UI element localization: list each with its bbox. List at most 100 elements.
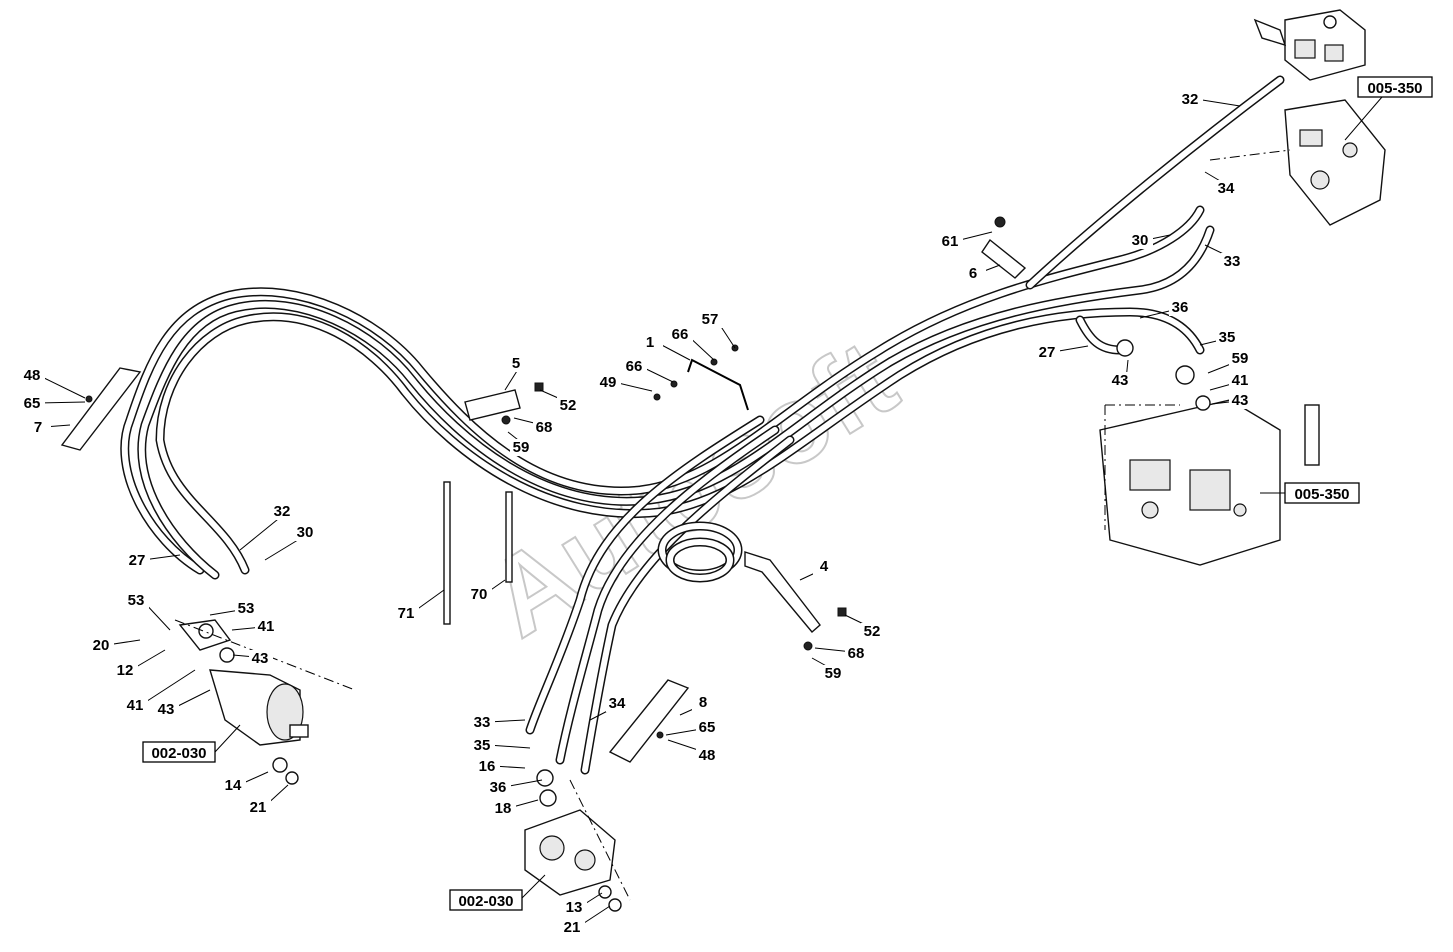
valve-block-mid	[1284, 99, 1386, 226]
callout-1: 1	[646, 334, 654, 351]
callout-bg	[563, 899, 587, 916]
callout-bg	[1229, 392, 1253, 409]
callout-68: 68	[536, 419, 553, 436]
callout-52: 52	[864, 623, 881, 640]
callout-bg	[962, 265, 986, 282]
hose-bundle	[120, 75, 1285, 775]
callout-bg	[1129, 232, 1153, 249]
ref-box-002-030-left[interactable]: 002-030	[142, 724, 241, 763]
callout-bg	[155, 701, 179, 718]
callout-71: 71	[398, 605, 415, 622]
callout-bg	[27, 419, 51, 436]
callout-bg	[1221, 253, 1245, 270]
callout-bg	[822, 665, 846, 682]
cable-tie-71	[443, 481, 451, 625]
callout-43: 43	[252, 650, 269, 667]
ref-box-005-350-top[interactable]: 005-350	[1344, 76, 1433, 141]
callout-43: 43	[158, 701, 175, 718]
callout-bg	[861, 623, 885, 640]
callout-bg	[126, 552, 150, 569]
callout-61: 61	[942, 233, 959, 250]
callout-bg	[294, 524, 318, 541]
callout-bg	[1216, 329, 1240, 346]
callout-bg	[505, 355, 529, 372]
callout-66: 66	[672, 326, 689, 343]
callout-27: 27	[129, 552, 146, 569]
callout-30: 30	[297, 524, 314, 541]
callout-bg	[124, 697, 148, 714]
callout-bg	[90, 637, 114, 654]
callout-bg	[235, 600, 259, 617]
callout-bg	[114, 662, 138, 679]
hydraulic-motor-left	[178, 619, 309, 785]
bracket-5	[464, 389, 521, 421]
callout-bg	[623, 358, 647, 375]
callout-bg	[21, 395, 45, 412]
callout-bg	[222, 777, 246, 794]
callout-bg	[1169, 299, 1193, 316]
ref-box-005-350-mid[interactable]: 005-350	[1260, 482, 1360, 504]
callout-bg	[468, 586, 492, 603]
callout-36: 36	[1172, 299, 1189, 316]
callout-12: 12	[117, 662, 134, 679]
callout-bg	[21, 367, 45, 384]
svg-text:002-030: 002-030	[151, 745, 206, 762]
callout-14: 14	[225, 777, 242, 794]
callout-bg	[249, 650, 273, 667]
callout-bg	[471, 737, 495, 754]
callout-41: 41	[258, 618, 275, 635]
callout-bg	[669, 326, 693, 343]
callout-bg	[492, 800, 516, 817]
callout-bg	[247, 799, 271, 816]
callout-bg	[510, 439, 534, 456]
callout-33: 33	[474, 714, 491, 731]
callout-leader	[140, 669, 196, 706]
callout-30: 30	[1132, 232, 1149, 249]
connection-lines	[174, 149, 1291, 901]
callout-48: 48	[699, 747, 716, 764]
callout-49: 49	[600, 374, 617, 391]
hydraulic-motor-bottom	[524, 769, 622, 912]
callout-43: 43	[1112, 372, 1129, 389]
callout-52: 52	[560, 397, 577, 414]
callout-34: 34	[609, 695, 626, 712]
callout-32: 32	[1182, 91, 1199, 108]
callout-bg	[696, 719, 720, 736]
cable-tie-70	[505, 491, 513, 583]
callout-bg	[699, 311, 723, 328]
callout-18: 18	[495, 800, 512, 817]
callout-bg	[271, 503, 295, 520]
callout-bg	[696, 747, 720, 764]
callout-57: 57	[702, 311, 719, 328]
callout-leader	[37, 374, 86, 399]
callout-bg	[939, 233, 963, 250]
svg-text:002-030: 002-030	[458, 893, 513, 910]
tube-1	[687, 358, 749, 411]
callout-bg	[606, 695, 630, 712]
callout-bg	[561, 919, 585, 936]
callout-bg	[845, 645, 869, 662]
callout-33: 33	[1224, 253, 1241, 270]
callout-bg	[471, 714, 495, 731]
callout-bg	[1229, 372, 1253, 389]
callout-41: 41	[1232, 372, 1249, 389]
callout-59: 59	[825, 665, 842, 682]
svg-text:005-350: 005-350	[1367, 80, 1422, 97]
callout-bg	[1215, 180, 1239, 197]
ref-box-002-030-bottom[interactable]: 002-030	[449, 874, 546, 911]
callout-21: 21	[564, 919, 581, 936]
callout-65: 65	[24, 395, 41, 412]
callout-16: 16	[479, 758, 496, 775]
callout-bg	[533, 419, 557, 436]
callout-bg	[125, 592, 149, 609]
callout-43: 43	[1232, 392, 1249, 409]
callout-27: 27	[1039, 344, 1056, 361]
svg-text:005-350: 005-350	[1294, 486, 1349, 503]
callout-35: 35	[1219, 329, 1236, 346]
valve-block-top	[1253, 9, 1366, 81]
callout-20: 20	[93, 637, 110, 654]
callout-bg	[639, 334, 663, 351]
callout-70: 70	[471, 586, 488, 603]
callout-leader	[37, 401, 86, 404]
